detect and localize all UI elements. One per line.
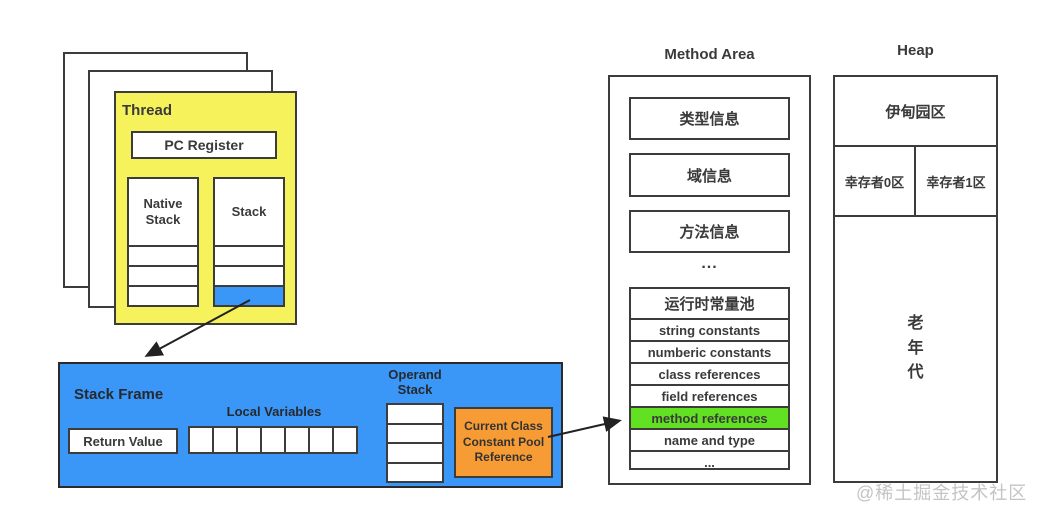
current-class-constant-pool-reference-box: Current Class Constant Pool Reference	[454, 407, 553, 478]
eden-space-box: 伊甸园区	[835, 77, 996, 147]
constant-pool-row-ellipsis: ...	[704, 454, 715, 470]
method-area-title: Method Area	[664, 46, 755, 63]
stack-frame-box: Stack Frame Return Value Local Variables…	[58, 362, 563, 488]
operand-stack-cells	[386, 403, 444, 483]
stack-row	[215, 265, 283, 285]
local-variable-cell	[212, 426, 238, 454]
operand-stack-cell	[388, 442, 442, 462]
constant-pool-row-method-references: method references	[631, 408, 788, 430]
operand-stack-cell	[388, 461, 442, 482]
stack-row-current-frame	[215, 285, 283, 305]
operand-stack-cell	[388, 422, 442, 443]
native-stack-row	[129, 285, 197, 305]
local-variable-cell	[236, 426, 262, 454]
heap-box: 伊甸园区 幸存者0区 幸存者1区 老年代	[833, 75, 998, 483]
method-info-box: 方法信息	[629, 210, 790, 253]
survivor0-box: 幸存者0区	[835, 147, 916, 215]
thread-title: Thread	[122, 102, 173, 119]
method-area-ellipsis: ...	[701, 255, 718, 272]
old-generation-box: 老年代	[835, 217, 996, 481]
survivor-spaces: 幸存者0区 幸存者1区	[835, 147, 996, 217]
return-value-box: Return Value	[68, 428, 178, 454]
native-stack-box: Native Stack	[127, 177, 199, 307]
local-variable-cell	[260, 426, 286, 454]
local-variable-cell	[332, 426, 358, 454]
constant-pool-row-class-references: class references	[631, 364, 788, 386]
stack-box: Stack	[213, 177, 285, 307]
local-variable-cell	[188, 426, 214, 454]
local-variables-cells	[188, 426, 358, 454]
runtime-constant-pool-header: 运行时常量池	[631, 289, 788, 320]
runtime-constant-pool-table: 运行时常量池 string constants numberic constan…	[629, 287, 790, 470]
old-generation-label: 老年代	[907, 314, 924, 382]
operand-stack-label: Operand Stack	[388, 367, 442, 397]
type-info-box: 类型信息	[629, 97, 790, 140]
survivor1-box: 幸存者1区	[926, 174, 986, 190]
operand-stack-cell	[388, 405, 442, 423]
constant-pool-row-field-references: field references	[631, 386, 788, 408]
local-variables-label: Local Variables	[226, 404, 322, 419]
method-area-box: 类型信息 域信息 方法信息 ... 运行时常量池 string constant…	[608, 75, 811, 485]
watermark-text: @稀土掘金技术社区	[856, 483, 1028, 503]
stack-row	[215, 245, 283, 265]
stack-frame-title: Stack Frame	[74, 386, 164, 403]
constant-pool-row-string-constants: string constants	[631, 320, 788, 342]
field-info-box: 域信息	[629, 153, 790, 197]
pc-register-box: PC Register	[131, 131, 277, 159]
native-stack-row	[129, 245, 197, 265]
constant-pool-row-numeric-constants: numberic constants	[631, 342, 788, 364]
local-variable-cell	[308, 426, 334, 454]
native-stack-label: Native Stack	[143, 195, 183, 227]
constant-pool-row-name-and-type: name and type	[631, 430, 788, 452]
stack-label: Stack	[231, 203, 267, 219]
native-stack-row	[129, 265, 197, 285]
local-variable-cell	[284, 426, 310, 454]
heap-title: Heap	[897, 42, 934, 59]
